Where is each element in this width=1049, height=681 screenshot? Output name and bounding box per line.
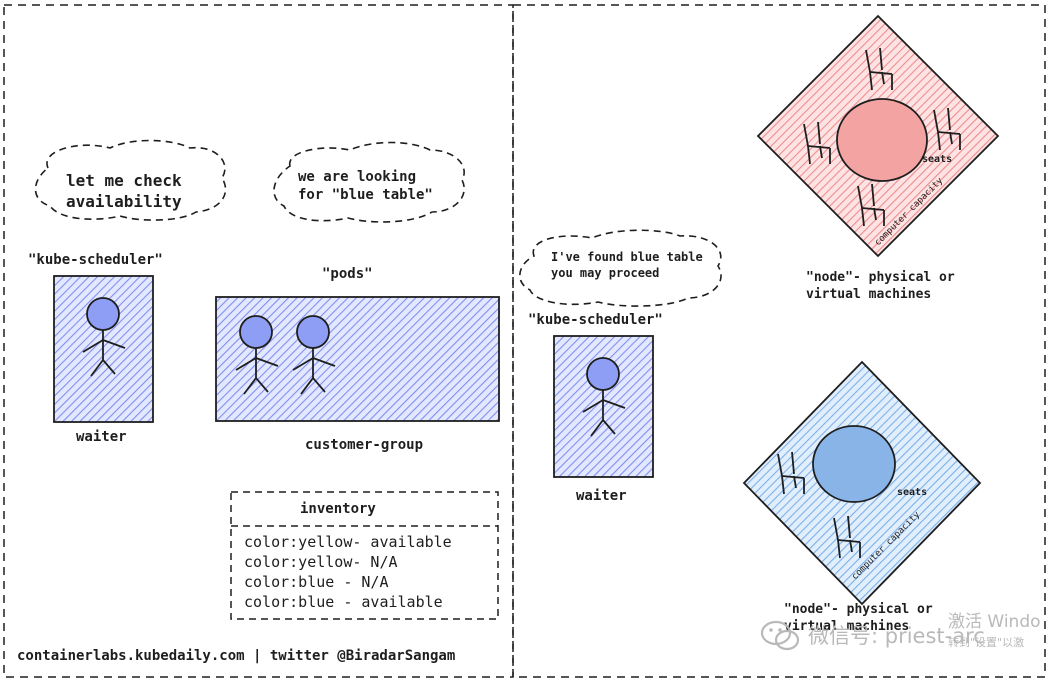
- found-thought-text: I've found blue table you may proceed: [551, 250, 703, 280]
- found-thought-bubble: [519, 229, 722, 307]
- kube-scheduler-label-right: "kube-scheduler": [528, 312, 663, 328]
- pods-thought-bubble: [273, 141, 465, 223]
- node-blue-table: [812, 425, 896, 503]
- inventory-table: [230, 491, 499, 620]
- inventory-row: color:yellow- N/A: [244, 553, 398, 571]
- waiter-thought-text: let me check availability: [66, 171, 182, 211]
- node-red-table: [836, 98, 928, 182]
- inventory-row: color:blue - N/A: [244, 573, 389, 591]
- wechat-icon: [760, 618, 800, 654]
- customer-group-label: customer-group: [305, 437, 424, 453]
- kube-scheduler-label: "kube-scheduler": [28, 252, 163, 268]
- inventory-row: color:yellow- available: [244, 533, 452, 551]
- inventory-title: inventory: [300, 501, 376, 517]
- waiter-thought-bubble: [34, 139, 227, 221]
- settings-watermark: 转到"设置"以激: [948, 636, 1025, 649]
- wechat-watermark: 微信号: priest-arc: [808, 624, 985, 648]
- pods-thought-text: we are looking for "blue table": [298, 169, 433, 204]
- blue-node-caption: "node"- physical or virtual machines: [784, 602, 933, 634]
- blue-seats-label: seats: [897, 487, 928, 498]
- right-panel-frame: [512, 4, 1046, 678]
- footer-credit: containerlabs.kubedaily.com | twitter @B…: [17, 648, 456, 664]
- inventory-row: color:blue - available: [244, 593, 443, 611]
- pods-label: "pods": [322, 266, 373, 282]
- red-node-caption: "node"- physical or virtual machines: [806, 270, 955, 302]
- waiter-label-right: waiter: [576, 488, 627, 504]
- waiter-label: waiter: [76, 429, 127, 445]
- red-seats-label: seats: [922, 154, 953, 165]
- activate-watermark: 激活 Windo: [948, 612, 1041, 632]
